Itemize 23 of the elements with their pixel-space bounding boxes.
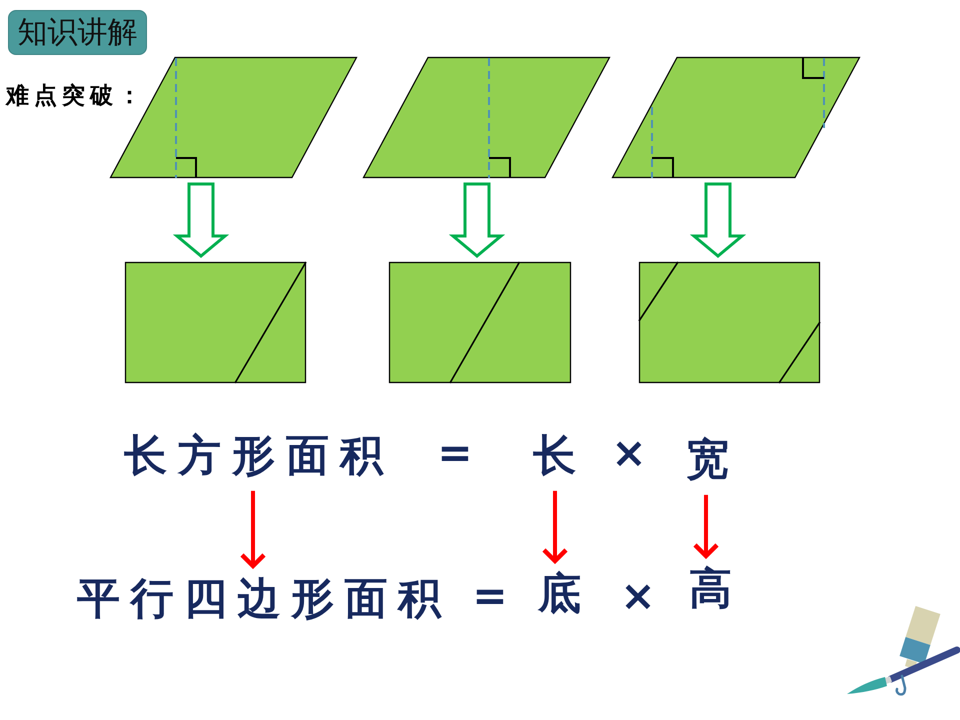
formula-text: 长方形面积 (124, 429, 394, 485)
formula-text: 平行四边形面积 (77, 572, 452, 628)
arrow (240, 490, 266, 568)
hollow-arrow (448, 182, 506, 258)
section-title-tag: 知识讲解 (8, 10, 147, 55)
formula-text: 宽 (686, 433, 729, 489)
parallelogram-shape (363, 57, 610, 178)
times-sign: × (620, 571, 656, 622)
formula-text: 长 (533, 429, 576, 485)
rectangle-shape (639, 262, 820, 383)
times-sign: × (611, 428, 647, 478)
parallelogram-shape (612, 57, 860, 178)
rectangle-shape (125, 262, 306, 383)
hollow-arrow (172, 182, 230, 258)
arrow (692, 494, 720, 558)
formula-text: 底 (538, 567, 581, 623)
rectangle-shape (389, 262, 571, 383)
formula-text: 高 (689, 562, 732, 618)
equals-sign: = (472, 571, 508, 622)
arrow (542, 490, 568, 564)
hollow-arrow (690, 182, 746, 258)
subheading-text: 难点突破： (6, 82, 146, 110)
equals-sign: = (437, 428, 473, 478)
